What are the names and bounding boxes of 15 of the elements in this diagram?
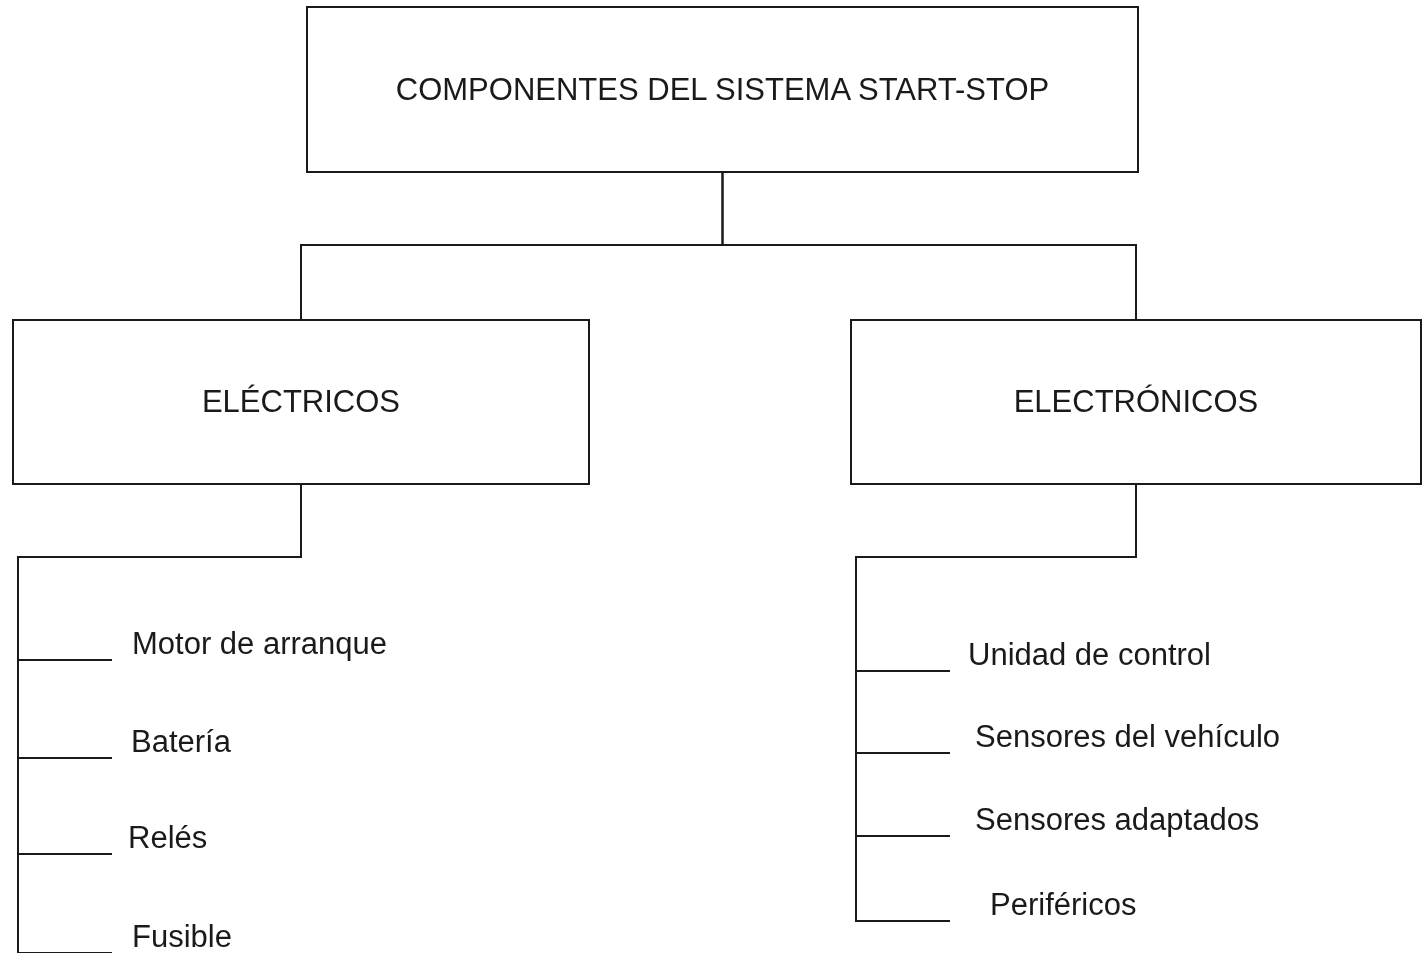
component-label: Sensores adaptados — [975, 802, 1260, 838]
component-label: Sensores del vehículo — [975, 719, 1281, 755]
component-label: Fusible — [132, 919, 232, 953]
component-label: Relés — [128, 820, 208, 856]
component-label: Motor de arranque — [132, 626, 388, 662]
component-label: Batería — [131, 724, 231, 760]
category-box — [306, 6, 1139, 173]
category-box — [850, 319, 1422, 485]
component-label: Unidad de control — [968, 637, 1211, 673]
box-title: COMPONENTES DEL SISTEMA START-STOP — [395, 71, 1050, 108]
category-box — [12, 319, 590, 485]
component-label: Periféricos — [990, 887, 1137, 923]
box-title: ELECTRÓNICOS — [1013, 384, 1259, 420]
box-title: ELÉCTRICOS — [201, 384, 401, 420]
connector-line — [721, 172, 1137, 320]
